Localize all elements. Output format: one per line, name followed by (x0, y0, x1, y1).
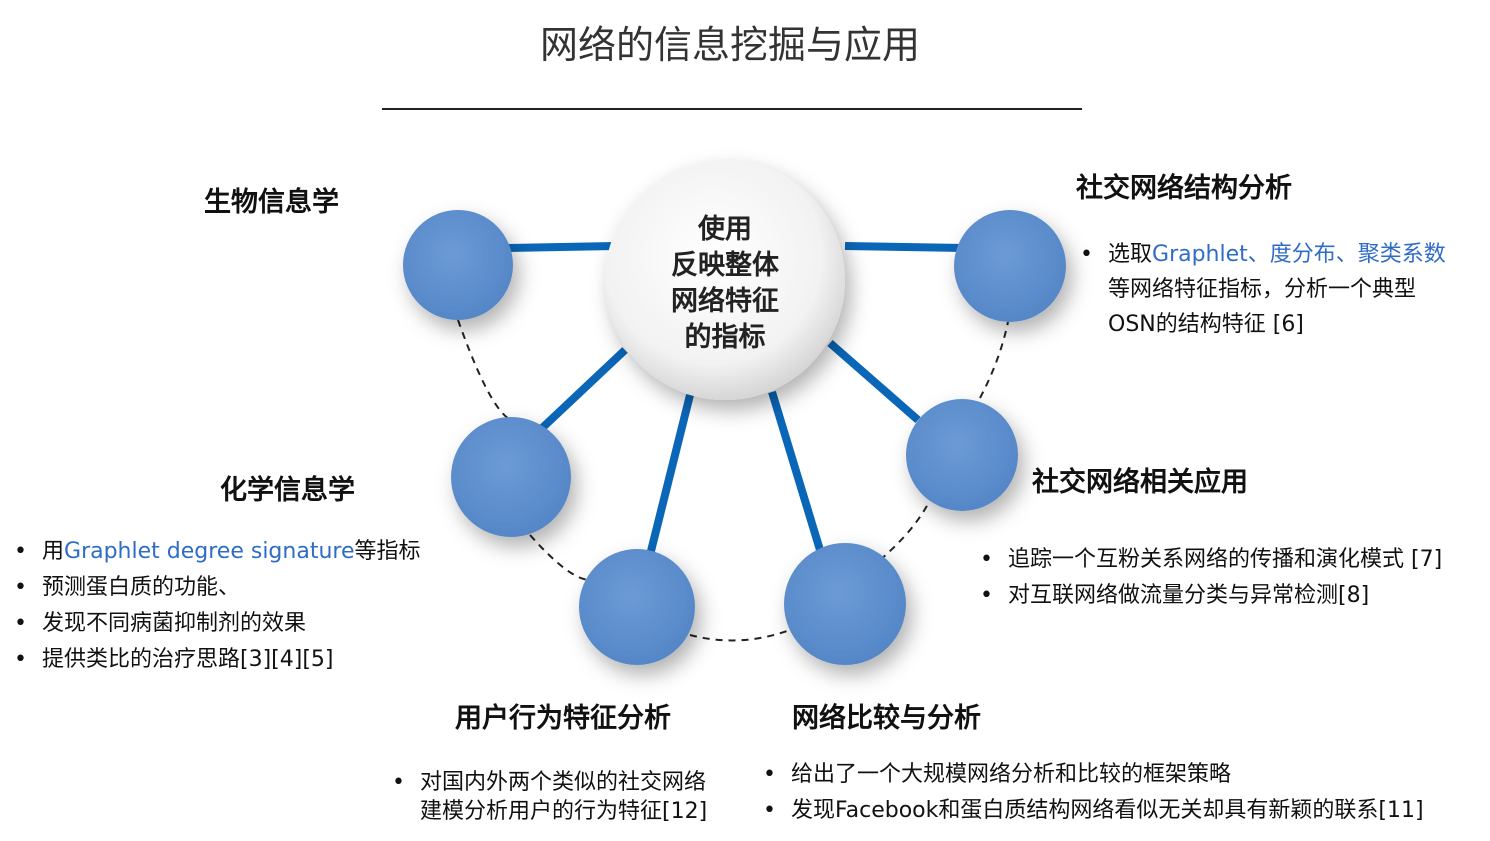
compare-bullets: 给出了一个大规模网络分析和比较的框架策略 发现Facebook和蛋白质结构网络看… (763, 757, 1424, 829)
connector-compare (768, 390, 824, 552)
center-line: 使用 (698, 214, 752, 245)
heading-chem: 化学信息学 (220, 475, 355, 506)
connector-social-app (827, 339, 921, 424)
highlight-text: Graphlet、度分布、聚类系数 (1152, 242, 1446, 267)
heading-social-struct: 社交网络结构分析 (1076, 173, 1292, 204)
user-bullets: 对国内外两个类似的社交网络建模分析用户的行为特征[12] (392, 768, 722, 826)
node-chem (451, 417, 571, 537)
node-bio (403, 210, 513, 320)
connectors (504, 242, 966, 556)
node-compare (784, 543, 906, 665)
connector-bio (504, 242, 616, 252)
text: 等网络特征指标，分析一个典型OSN的结构特征 [6] (1108, 277, 1417, 337)
heading-social-app: 社交网络相关应用 (1032, 467, 1248, 498)
text: 用 (42, 539, 65, 564)
center-line: 的指标 (684, 322, 766, 353)
center-label: 使用 反映整体 网络特征 的指标 (640, 212, 810, 356)
connector-user (646, 394, 694, 556)
highlight-text: Graphlet degree signature (64, 539, 355, 564)
list-item: 预测蛋白质的功能、 (14, 570, 421, 606)
node-user (579, 549, 695, 665)
list-item: 对互联网络做流量分类与异常检测[8] (980, 578, 1442, 614)
connector-chem (537, 347, 628, 433)
list-item: 追踪一个互粉关系网络的传播和演化模式 [7] (980, 542, 1442, 578)
title-divider (382, 108, 1082, 110)
social-struct-bullets: 选取Graphlet、度分布、聚类系数等网络特征指标，分析一个典型OSN的结构特… (1080, 237, 1460, 342)
chem-bullets: 用Graphlet degree signature等指标 预测蛋白质的功能、 … (14, 534, 421, 678)
connector-social-struct (844, 242, 966, 252)
center-line: 网络特征 (671, 286, 779, 317)
heading-compare: 网络比较与分析 (792, 703, 981, 734)
center-line: 反映整体 (671, 250, 779, 281)
list-item: 用Graphlet degree signature等指标 (14, 534, 421, 570)
heading-user: 用户行为特征分析 (455, 703, 671, 734)
node-social-struct (954, 210, 1066, 322)
heading-bio: 生物信息学 (204, 187, 339, 218)
slide-title: 网络的信息挖掘与应用 (539, 23, 920, 67)
text: 等指标 (354, 539, 421, 564)
list-item: 发现Facebook和蛋白质结构网络看似无关却具有新颖的联系[11] (763, 793, 1424, 829)
list-item: 选取Graphlet、度分布、聚类系数等网络特征指标，分析一个典型OSN的结构特… (1080, 237, 1460, 342)
node-social-app (906, 399, 1018, 511)
list-item: 给出了一个大规模网络分析和比较的框架策略 (763, 757, 1424, 793)
list-item: 对国内外两个类似的社交网络建模分析用户的行为特征[12] (392, 768, 722, 826)
list-item: 发现不同病菌抑制剂的效果 (14, 606, 421, 642)
center-node (605, 160, 845, 400)
text: 选取 (1108, 242, 1153, 267)
social-app-bullets: 追踪一个互粉关系网络的传播和演化模式 [7] 对互联网络做流量分类与异常检测[8… (980, 542, 1442, 614)
list-item: 提供类比的治疗思路[3][4][5] (14, 642, 421, 678)
